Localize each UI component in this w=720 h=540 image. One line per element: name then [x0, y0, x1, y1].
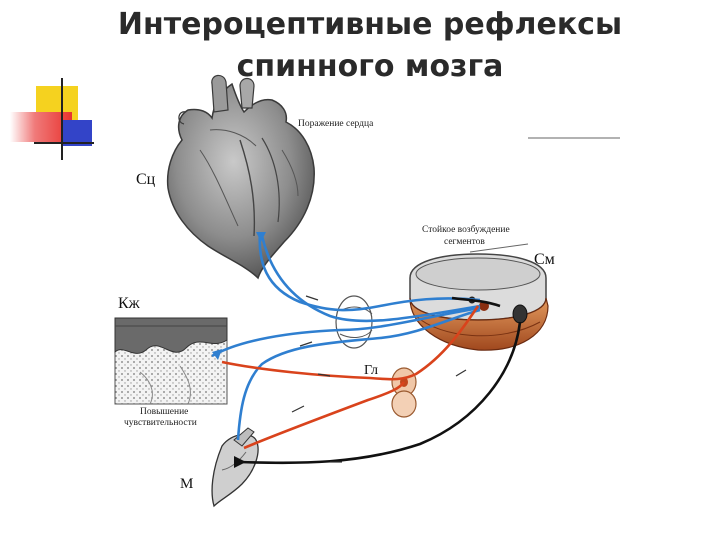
heart-illustration: [166, 74, 315, 280]
small-arrows: [291, 295, 467, 463]
leader-lines: [469, 137, 620, 253]
label-ganglion: Гл: [364, 363, 378, 378]
label-sensitivity-1: Повышение: [140, 407, 188, 417]
label-spinal-cord: См: [534, 251, 555, 268]
label-persistent-excitation-2: сегментов: [444, 237, 485, 247]
deco-vertical-line: [61, 78, 63, 160]
red-efferent-pathways: [221, 305, 480, 450]
black-motor-pathway: [239, 296, 522, 465]
label-muscle: М: [180, 476, 193, 492]
muscle-arrowhead: [234, 456, 246, 468]
label-heart: Сц: [136, 171, 156, 188]
label-persistent-excitation-1: Стойкое возбуждение: [422, 224, 510, 235]
title-line-1: Интероцептивные рефлексы: [117, 7, 623, 42]
muscle-illustration: [211, 427, 259, 508]
title-line-2: спинного мозга: [236, 49, 504, 84]
skin-illustration: [114, 317, 228, 405]
deco-blue-square: [62, 120, 92, 146]
label-skin: Кж: [118, 295, 141, 312]
label-heart-damage: Поражение сердца: [298, 119, 374, 129]
spinal-cord-illustration: [409, 253, 549, 351]
slide-title: Интероцептивные рефлексы спинного мозга: [0, 4, 720, 88]
blue-pathway-arrows: [212, 232, 266, 360]
blue-afferent-pathways: [211, 231, 481, 441]
label-sensitivity-2: чувствительности: [124, 418, 197, 428]
deco-horizontal-line: [34, 142, 94, 144]
